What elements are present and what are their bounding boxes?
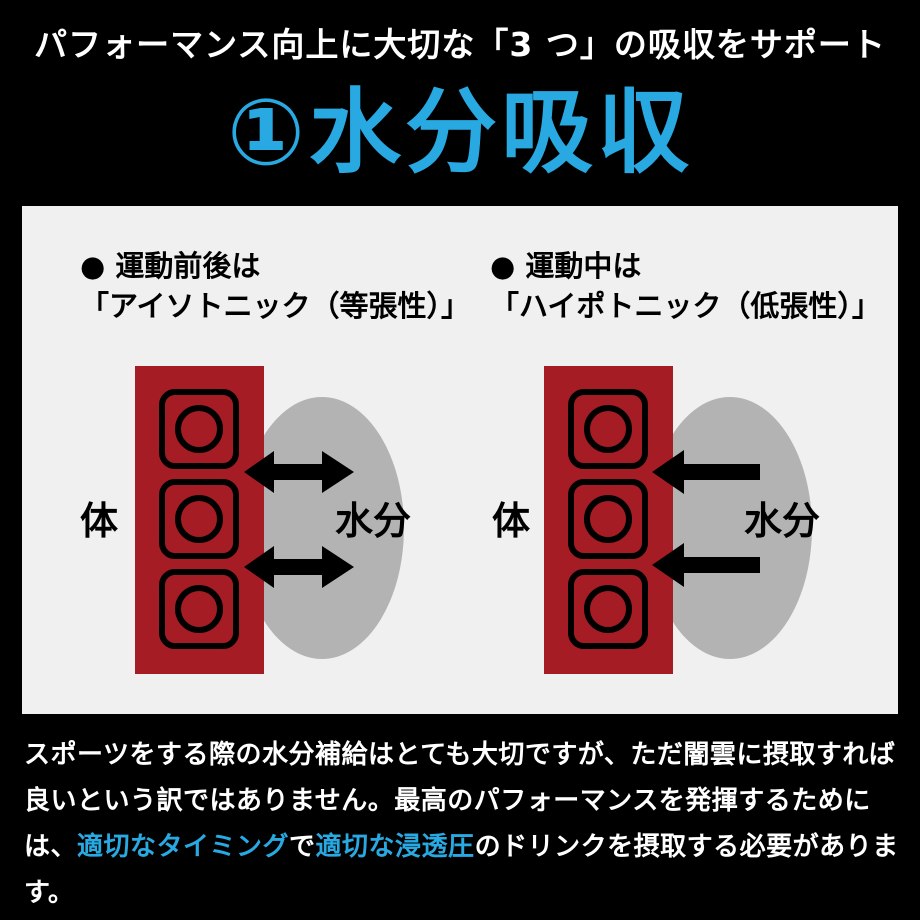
body-label-right: 体: [492, 499, 530, 543]
double-arrow-icon: [244, 451, 354, 493]
water-label-right: 水分: [744, 499, 820, 543]
arrow-left-icon: [652, 450, 760, 494]
header-subtitle: パフォーマンス向上に大切な「3 つ」の吸収をサポート: [34, 25, 886, 64]
right-heading-line2: 「ハイポトニック（低張性）」: [490, 289, 881, 323]
left-heading-line2: 「アイソトニック（等張性）」: [80, 289, 471, 323]
isotonic-diagram: 体 水分: [80, 366, 411, 674]
body-block-left: [135, 366, 264, 674]
highlight-timing: 適切なタイミング: [77, 832, 290, 862]
description-part3: のドリンクを摂取する必要があります。: [24, 832, 899, 908]
diagram-panel: ● 運動前後は 「アイソトニック（等張性）」 ● 運動中は 「ハイポトニック（低…: [22, 206, 898, 714]
arrow-left-icon: [652, 543, 760, 587]
highlight-osmotic: 適切な浸透圧: [315, 832, 475, 862]
osmosis-diagrams: 体 水分 体 水分: [80, 366, 820, 674]
body-label-left: 体: [80, 499, 118, 543]
description-part2: で: [289, 832, 316, 862]
description-text: スポーツをする際の水分補給はとても大切ですが、ただ闇雲に摂取すれば良いという訳で…: [24, 732, 904, 916]
body-block-right: [544, 366, 673, 674]
water-area-right: [648, 397, 812, 659]
double-arrow-icon: [244, 546, 354, 588]
hypotonic-diagram: 体 水分: [492, 366, 820, 674]
description-part1: スポーツをする際の水分補給はとても大切ですが、ただ闇雲に摂取すれば良いという訳で…: [24, 740, 896, 862]
left-heading-line1: ● 運動前後は: [80, 249, 261, 283]
main-title: ①水分吸収: [227, 79, 693, 186]
water-label-left: 水分: [335, 499, 411, 543]
right-heading-line1: ● 運動中は: [490, 249, 642, 283]
water-area-left: [240, 397, 404, 659]
